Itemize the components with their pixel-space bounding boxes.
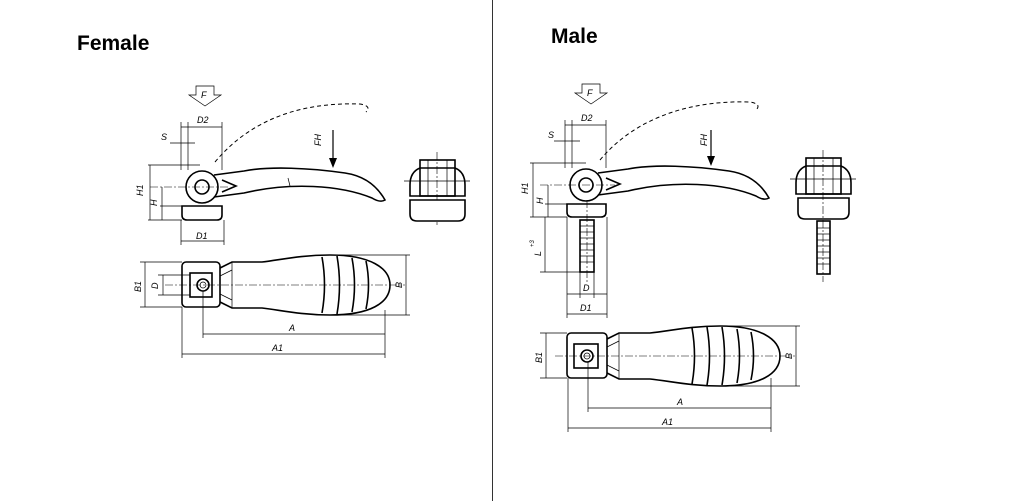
label-d1: D1 xyxy=(196,231,208,241)
label-a: A xyxy=(676,397,683,407)
clamp-pad xyxy=(181,205,223,221)
label-hand-force: FH xyxy=(313,134,323,146)
female-end-view xyxy=(404,152,470,225)
label-s: S xyxy=(548,130,554,140)
female-top-view xyxy=(165,254,405,316)
label-d2: D2 xyxy=(197,115,209,125)
male-drawing: F FH xyxy=(520,83,856,432)
male-end-view xyxy=(790,150,856,282)
lever-open-position xyxy=(599,101,759,161)
label-s: S xyxy=(161,132,167,142)
force-arrow: F xyxy=(573,83,609,105)
female-panel: Female F FH xyxy=(0,0,492,501)
hand-force-arrow: FH xyxy=(699,130,715,166)
dim-d1: D1 xyxy=(180,220,225,245)
clamp-pad xyxy=(566,203,607,218)
hand-force-arrow: FH xyxy=(313,130,337,168)
female-side-view xyxy=(150,167,387,221)
label-h1: H1 xyxy=(135,184,145,196)
dim-a-a1: A A1 xyxy=(181,291,386,358)
label-force: F xyxy=(587,88,593,98)
label-h1: H1 xyxy=(520,182,530,194)
dim-h1-h: H1 H xyxy=(135,164,200,221)
label-b: B xyxy=(784,353,794,359)
dim-b: B xyxy=(330,254,410,316)
label-d1: D1 xyxy=(580,303,592,313)
dim-b: B xyxy=(720,325,800,387)
female-heading: Female xyxy=(77,32,150,55)
dim-b1: B1 xyxy=(534,332,567,379)
dim-s-d2: S D2 xyxy=(161,115,223,170)
label-h: H xyxy=(535,197,545,204)
label-d: D xyxy=(583,283,590,293)
label-d2: D2 xyxy=(581,113,593,123)
male-side-view xyxy=(540,165,771,282)
label-hand-force: FH xyxy=(699,134,709,146)
force-arrow: F xyxy=(187,85,223,107)
male-heading: Male xyxy=(551,25,598,48)
lever-open-position xyxy=(214,103,369,163)
label-a1: A1 xyxy=(661,417,673,427)
male-panel: Male F FH xyxy=(493,0,1024,501)
dim-b1-d: B1 D xyxy=(133,261,190,308)
label-a: A xyxy=(288,323,295,333)
label-d: D xyxy=(150,282,160,289)
dim-s-d2: S D2 xyxy=(548,113,607,168)
label-h: H xyxy=(149,199,159,206)
dim-h1-h-l: H1 H L +3 xyxy=(520,162,586,273)
label-b: B xyxy=(394,282,404,288)
dim-a-a1: A A1 xyxy=(567,362,772,432)
label-l: L xyxy=(533,251,543,256)
dim-d-d1: D D1 xyxy=(566,217,608,318)
female-drawing: F FH S D2 xyxy=(133,85,470,358)
label-b1: B1 xyxy=(133,281,143,292)
label-l-tolerance: +3 xyxy=(530,239,536,247)
panel-divider xyxy=(492,0,493,501)
label-force: F xyxy=(201,90,207,100)
label-a1: A1 xyxy=(271,343,283,353)
male-top-view xyxy=(555,325,795,387)
label-b1: B1 xyxy=(534,352,544,363)
